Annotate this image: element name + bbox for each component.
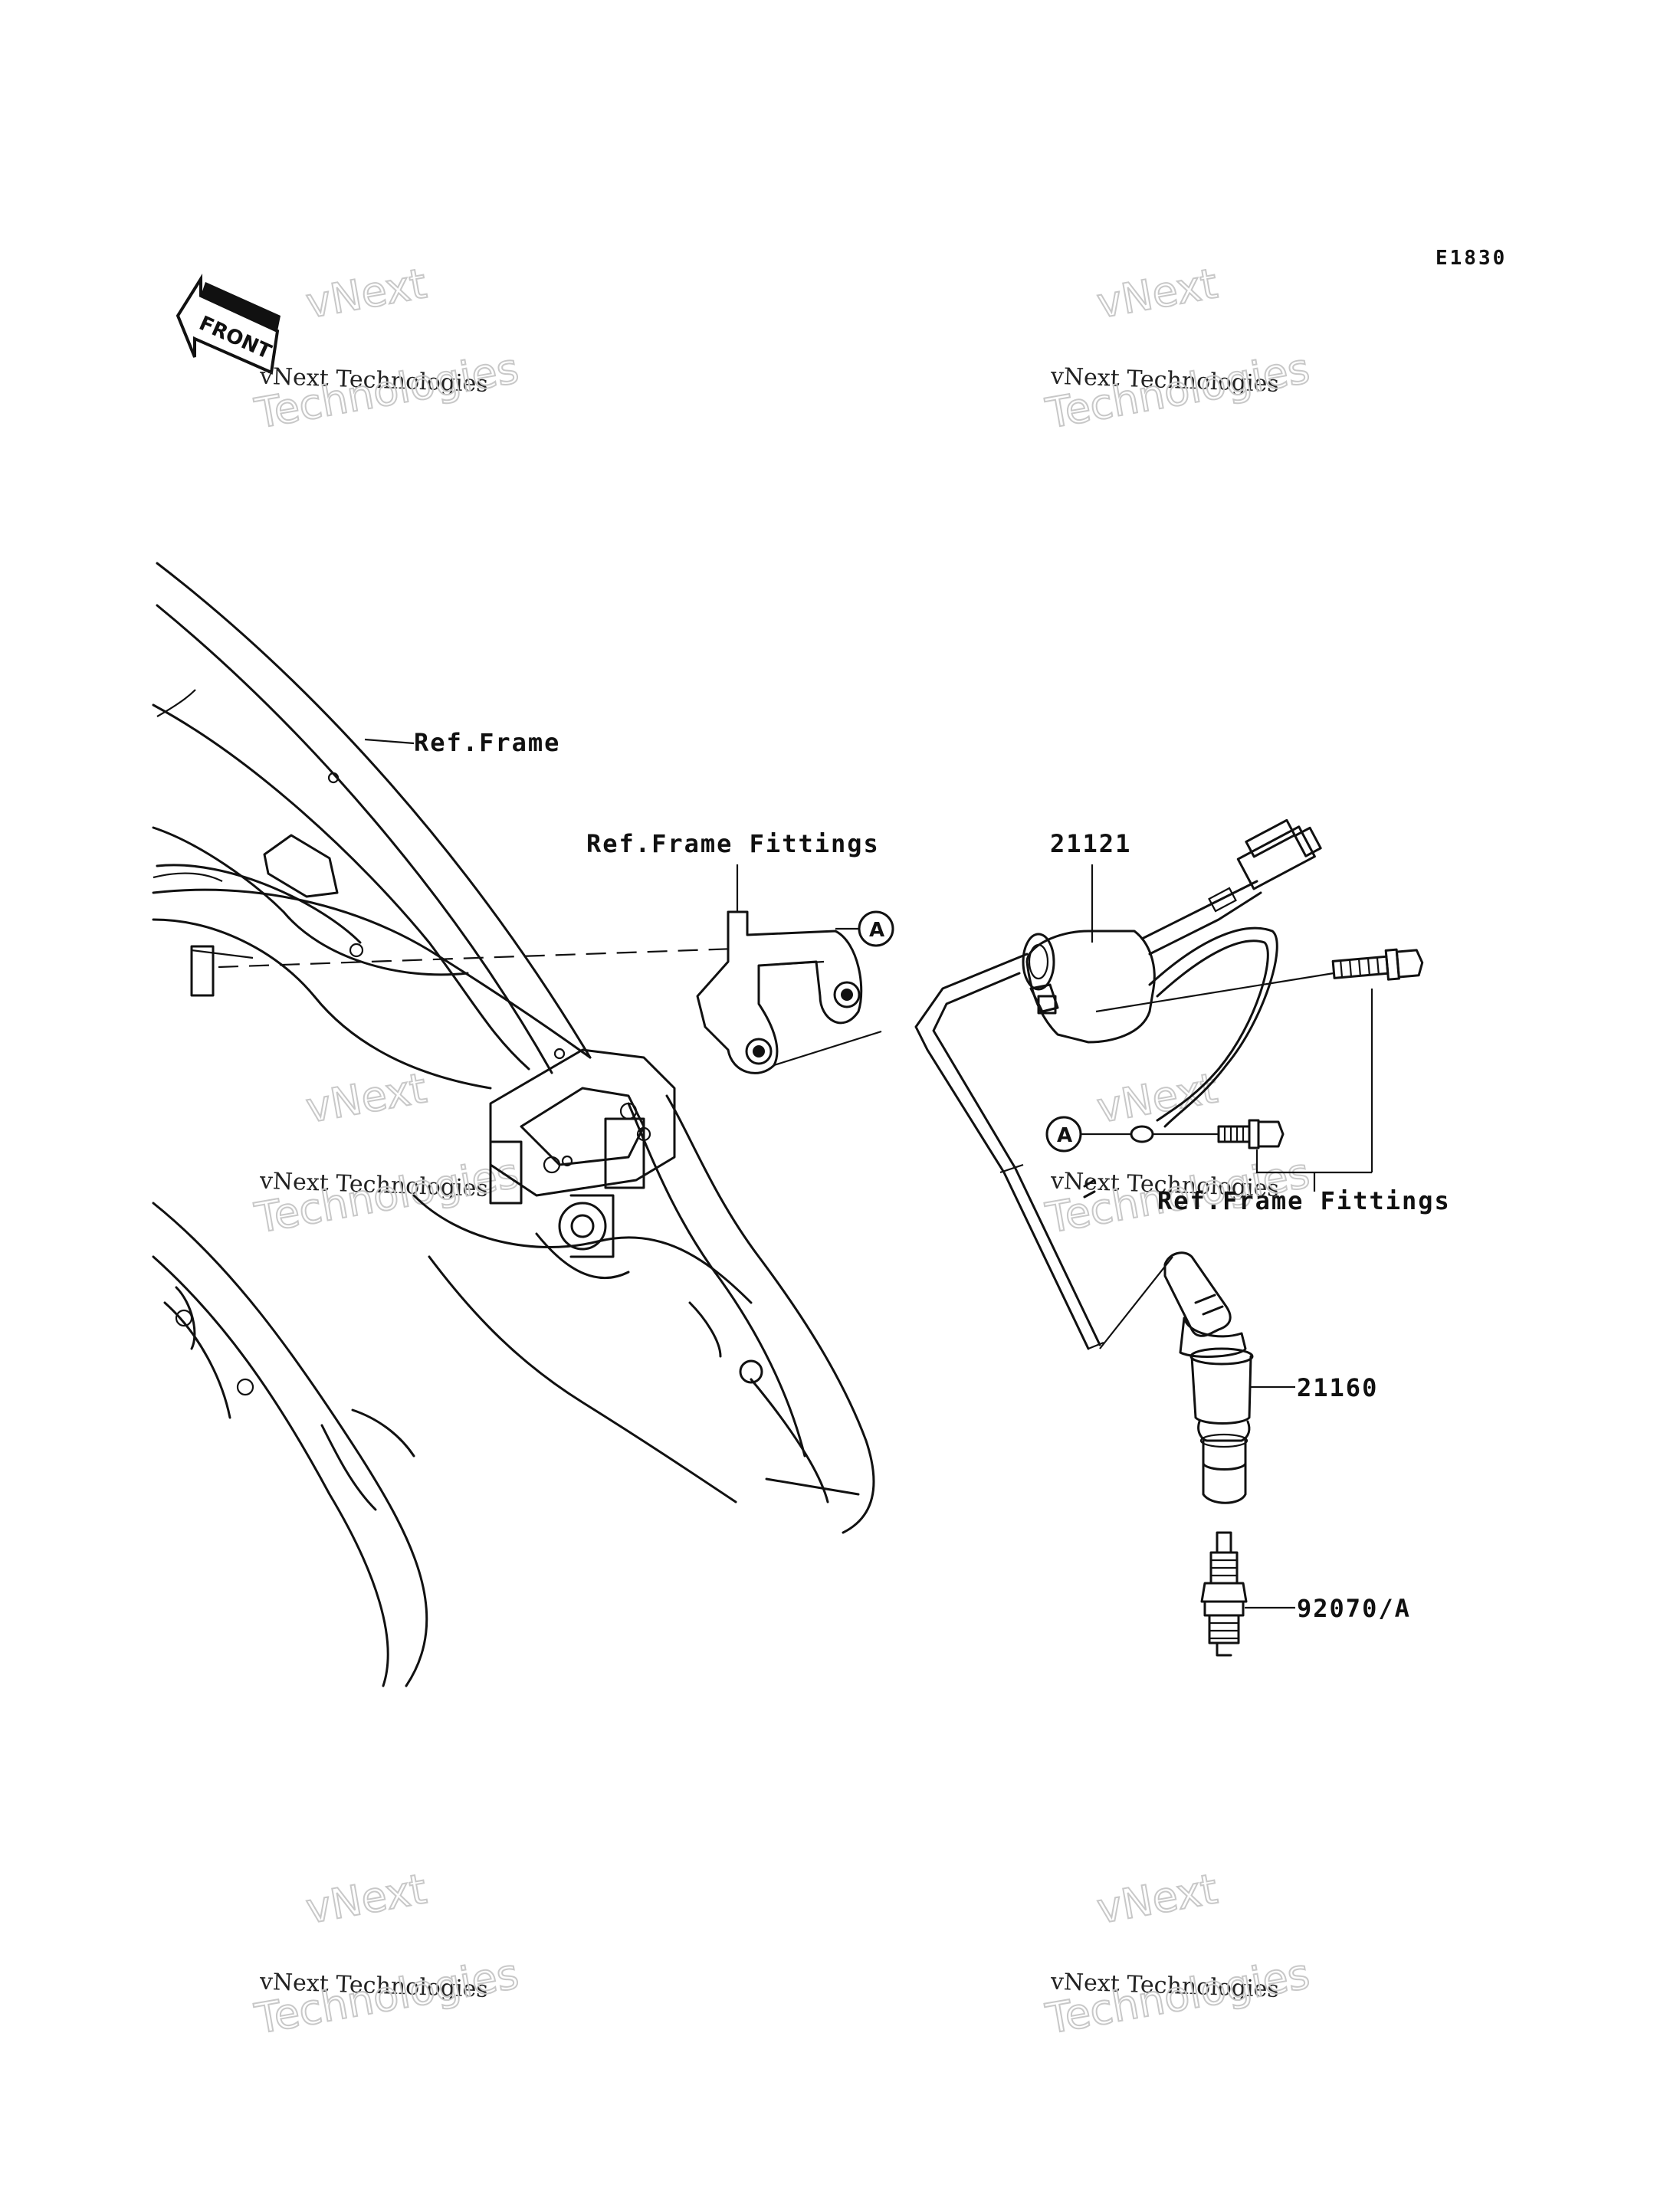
- bolt-lower: [1217, 1119, 1285, 1149]
- leader-dashed: [218, 947, 737, 969]
- spark-plug-cap: [1163, 1251, 1254, 1504]
- callout-a-top: A: [858, 910, 894, 947]
- label-part-21121: 21121: [1050, 829, 1131, 858]
- watermark-mid-left: vNext vNext Technologies Technologies: [251, 1063, 523, 1243]
- svg-text:A: A: [1057, 1124, 1072, 1147]
- label-ref-frame-fittings-right: Ref.Frame Fittings: [1157, 1186, 1451, 1215]
- svg-text:vNext: vNext: [1094, 259, 1221, 327]
- svg-text:vNext: vNext: [303, 1064, 430, 1132]
- ignition-coil: [914, 818, 1322, 1350]
- svg-text:Technologies: Technologies: [251, 344, 523, 438]
- leader-fittings-right: [1255, 989, 1373, 1192]
- svg-text:vNext: vNext: [303, 259, 430, 327]
- diagram-code: E1830: [1436, 247, 1507, 270]
- svg-text:A: A: [869, 919, 884, 942]
- svg-text:Technologies: Technologies: [1042, 1949, 1314, 2043]
- watermark-bottom-left: vNext vNext Technologies Technologies: [251, 1864, 523, 2044]
- svg-text:Technologies: Technologies: [1042, 344, 1314, 438]
- leader-ref-frame: [364, 738, 415, 745]
- leader-bracket-to-coil: [773, 1030, 882, 1067]
- front-arrow-icon: FRONT: [176, 274, 281, 375]
- svg-text:vNext: vNext: [1094, 1064, 1221, 1132]
- label-ref-frame: Ref.Frame: [414, 728, 560, 757]
- bolt-top: [1331, 948, 1424, 981]
- lead-break-mark: [1083, 1179, 1096, 1199]
- spark-plug: [1200, 1531, 1248, 1657]
- callout-a-lower: A: [1045, 1116, 1082, 1153]
- frame-drawing: [152, 562, 875, 1687]
- svg-text:vNext: vNext: [1094, 1864, 1221, 1933]
- label-part-92070a: 92070/A: [1297, 1594, 1411, 1623]
- label-ref-frame-fittings-top: Ref.Frame Fittings: [586, 829, 880, 858]
- mounting-bracket: [696, 910, 863, 1074]
- svg-text:Technologies: Technologies: [251, 1149, 523, 1242]
- leader-coil-bolt: [1095, 972, 1334, 1013]
- label-part-21160: 21160: [1297, 1373, 1378, 1402]
- svg-text:Technologies: Technologies: [251, 1949, 523, 2043]
- watermark-top-right: vNext vNext Technologies Technologies: [1042, 258, 1314, 438]
- watermark-bottom-right: vNext vNext Technologies Technologies: [1042, 1864, 1314, 2044]
- leader-lead-to-cap: [1099, 1256, 1173, 1349]
- svg-text:vNext: vNext: [303, 1864, 430, 1933]
